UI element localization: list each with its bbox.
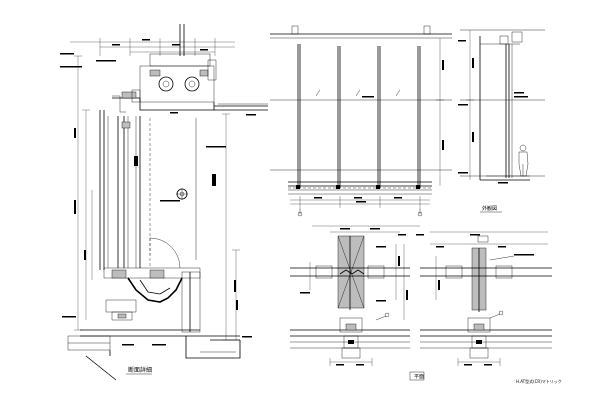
vertical-panel bbox=[99, 110, 226, 270]
plan-detail-right: H.AT型式(CR)マトリック bbox=[420, 231, 562, 384]
upper-head-assembly bbox=[60, 24, 268, 116]
plan-right-title: H.AT型式(CR)マトリック bbox=[516, 378, 562, 384]
elevation-view bbox=[270, 25, 452, 217]
human-figure bbox=[518, 144, 529, 177]
side-elevation-title: 外観図 bbox=[482, 205, 497, 212]
section-left-dimensions bbox=[74, 55, 93, 331]
lower-floor-assembly bbox=[62, 237, 252, 381]
plan-detail-left: 平面 bbox=[290, 225, 425, 381]
plan-left-title: 平面 bbox=[414, 374, 424, 380]
side-elevation: 外観図 bbox=[458, 29, 545, 213]
section-right-dimensions bbox=[222, 113, 240, 341]
section-top-dimensions bbox=[60, 38, 235, 62]
section-title: 断面詳細 bbox=[128, 366, 152, 374]
section-detail: 断面詳細 bbox=[60, 24, 268, 381]
